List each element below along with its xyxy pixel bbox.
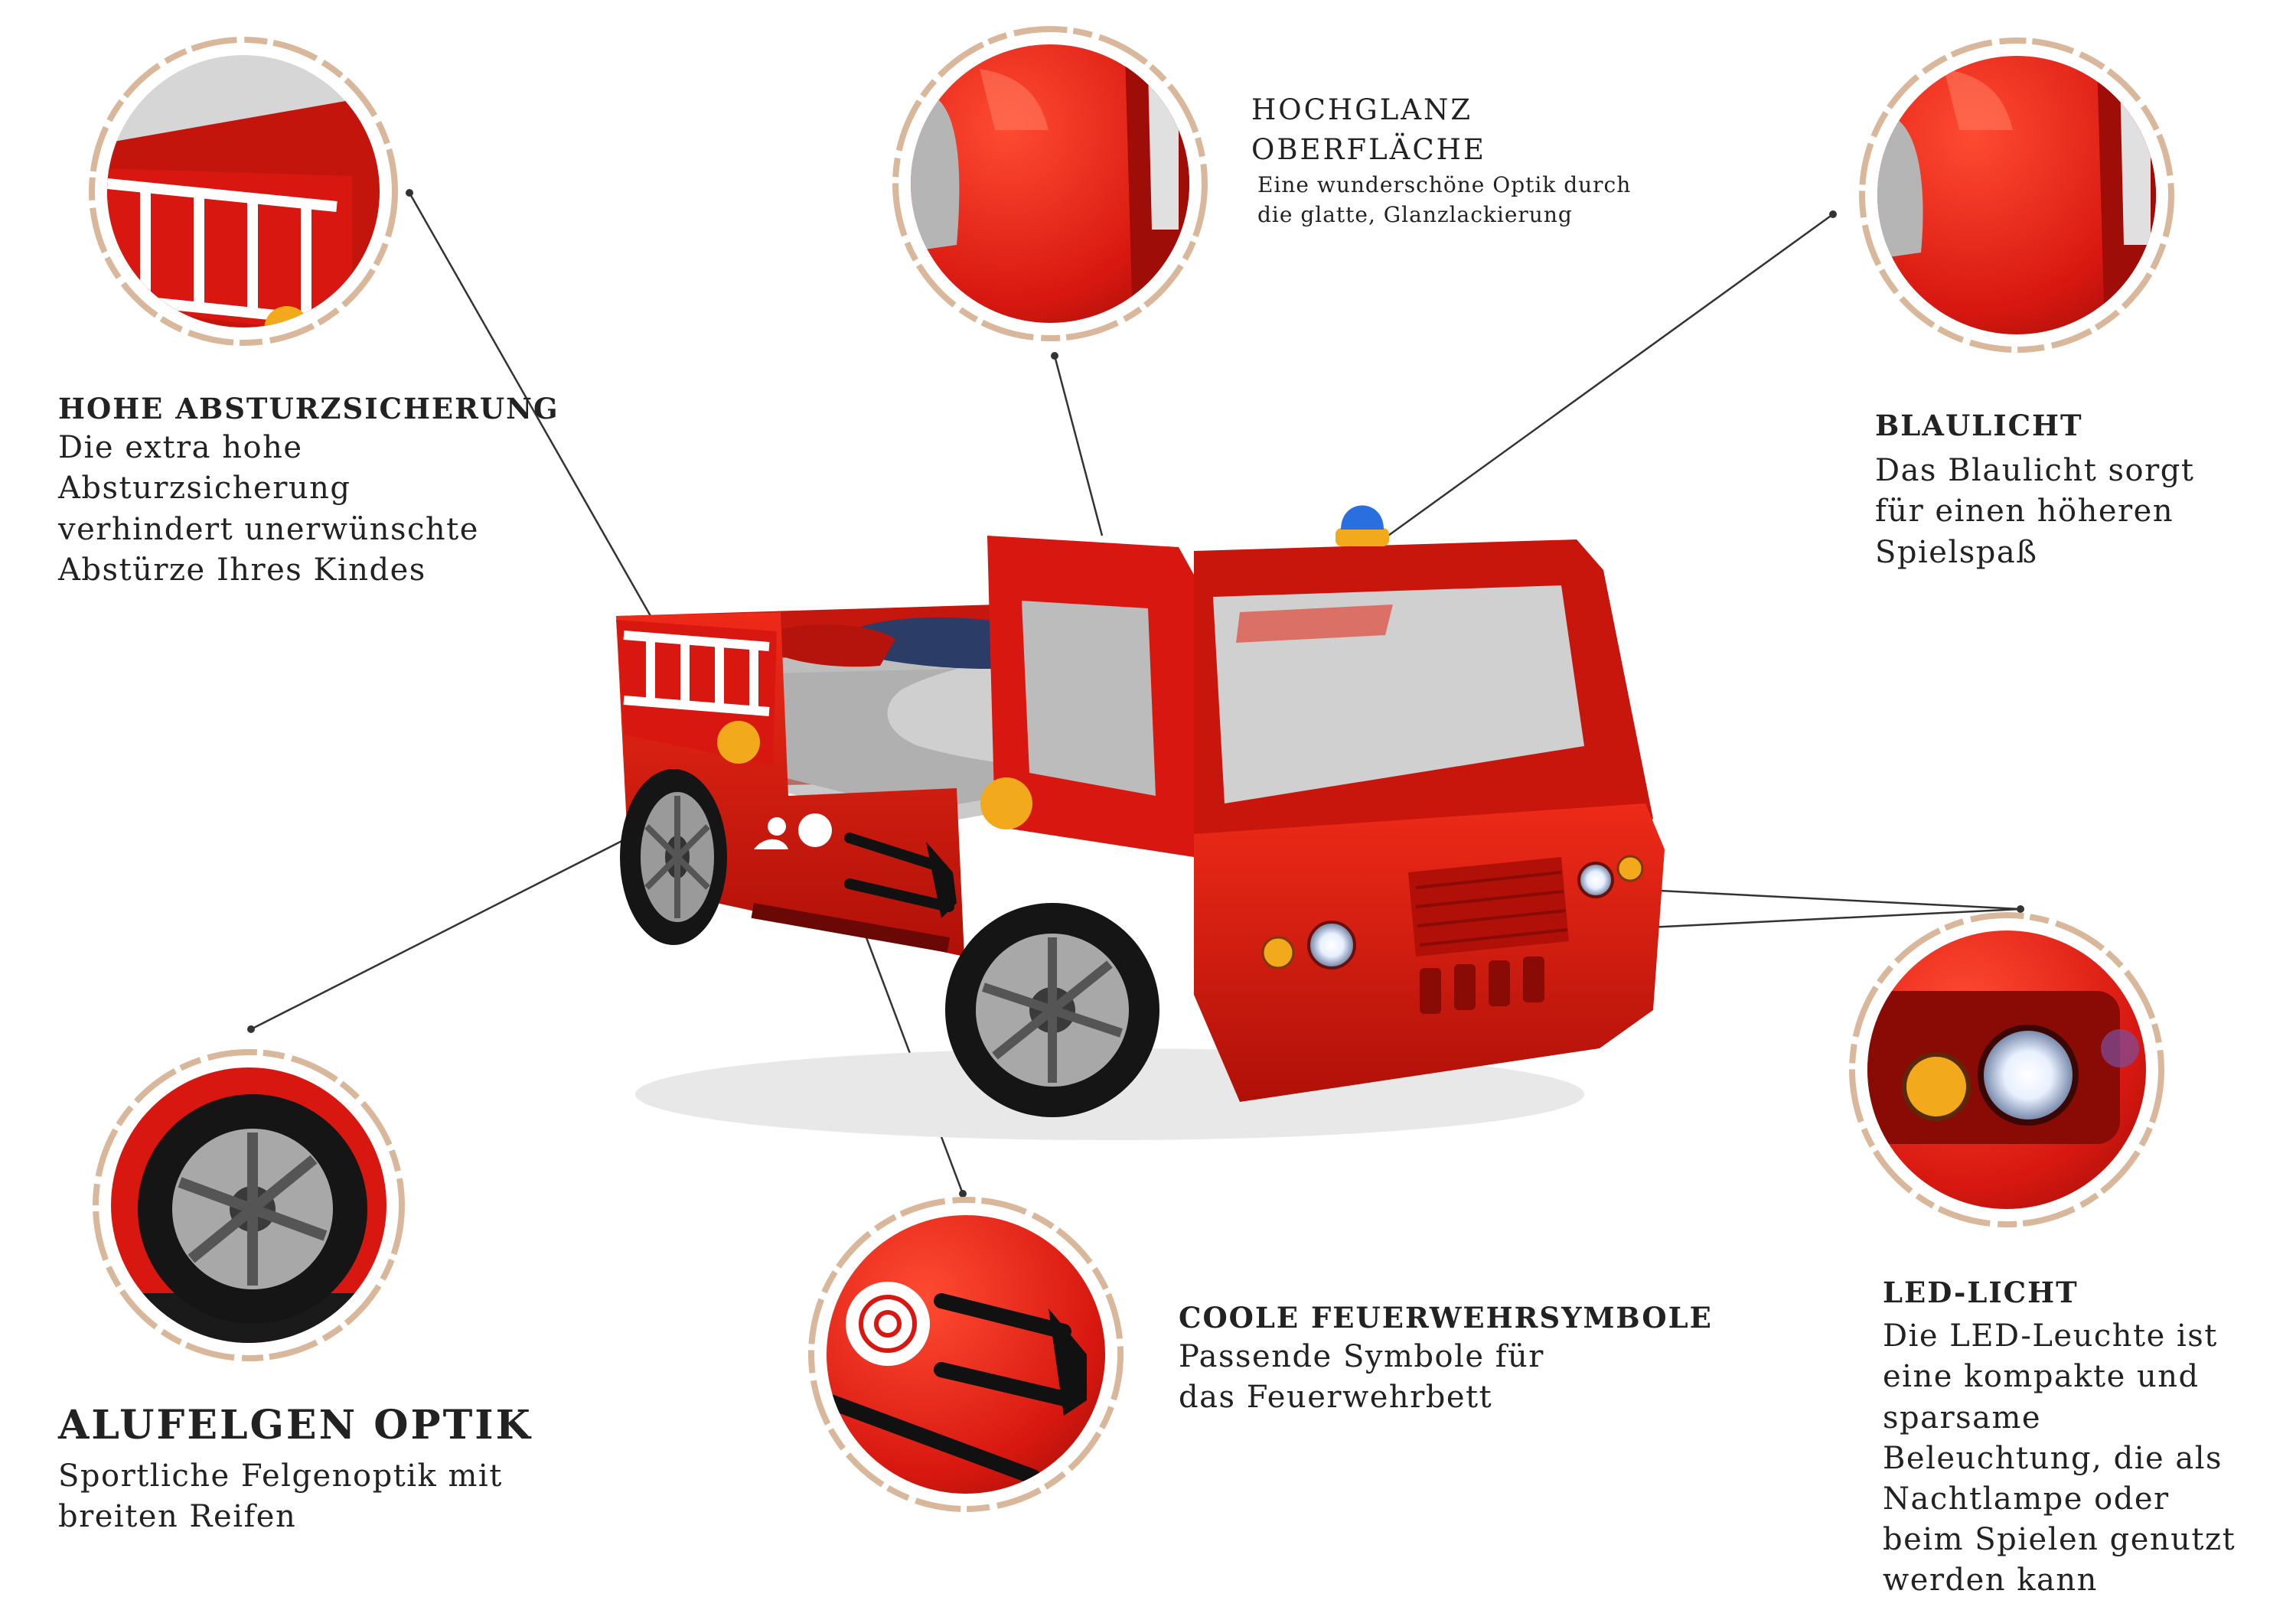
text-line: Sportliche Felgenoptik mit — [58, 1458, 503, 1494]
text-line: Absturzsicherung — [58, 471, 351, 507]
feature-blaulicht-text: Das Blaulicht sorgt für einen höheren Sp… — [1875, 451, 2194, 573]
text-line: sparsame — [1883, 1400, 2042, 1436]
connector-lines — [250, 192, 2021, 1194]
text-line: eine kompakte und — [1883, 1359, 2200, 1395]
text-line: die glatte, Glanzlackierung — [1257, 201, 1573, 227]
text-line: Passende Symbole für — [1179, 1339, 1544, 1375]
text-line: Die LED-Leuchte ist — [1883, 1318, 2218, 1354]
detail-led-light — [1849, 912, 2164, 1227]
text-line: Eine wunderschöne Optik durch — [1257, 171, 1632, 197]
feature-hochglanz-text: Eine wunderschöne Optik durch die glatte… — [1257, 170, 1631, 230]
feature-absturz-title: HOHE ABSTURZSICHERUNG — [58, 392, 559, 425]
feature-blaulicht: BLAULICHT Das Blaulicht sorgt für einen … — [1875, 407, 2194, 573]
feature-led-title: LED-LICHT — [1883, 1276, 2079, 1309]
feature-symbole-title: COOLE FEUERWEHRSYMBOLE — [1179, 1301, 1713, 1335]
feature-absturz: HOHE ABSTURZSICHERUNG Die extra hohe Abs… — [58, 390, 559, 591]
text-line: werden kann — [1883, 1563, 2098, 1599]
feature-led: LED-LICHT Die LED-Leuchte ist eine kompa… — [1883, 1274, 2236, 1602]
detail-ladder-guard — [89, 37, 398, 346]
title-line: HOCHGLANZ — [1251, 93, 1473, 126]
feature-blaulicht-title: BLAULICHT — [1875, 409, 2083, 442]
text-line: verhindert unerwünschte — [58, 511, 479, 547]
feature-alufelgen: ALUFELGEN OPTIK Sportliche Felgenoptik m… — [58, 1399, 533, 1538]
text-line: für einen höheren — [1875, 494, 2174, 530]
title-line: OBERFLÄCHE — [1251, 132, 1486, 166]
detail-alloy-wheel — [93, 1049, 405, 1361]
detail-blue-light — [1859, 37, 2174, 353]
text-line: Spielspaß — [1875, 534, 2038, 570]
text-line: das Feuerwehrbett — [1179, 1380, 1493, 1416]
feature-symbole: COOLE FEUERWEHRSYMBOLE Passende Symbole … — [1179, 1299, 1713, 1419]
feature-alufelgen-title: ALUFELGEN OPTIK — [58, 1402, 533, 1449]
text-line: Beleuchtung, die als — [1883, 1440, 2223, 1476]
text-line: Nachtlampe oder — [1883, 1481, 2170, 1517]
connector-dots — [247, 189, 2024, 1198]
detail-glossy-surface — [892, 26, 1208, 341]
text-line: Das Blaulicht sorgt — [1875, 453, 2195, 489]
feature-alufelgen-text: Sportliche Felgenoptik mit breiten Reife… — [58, 1456, 533, 1537]
rear-wheel — [620, 769, 727, 945]
text-line: beim Spielen genutzt — [1883, 1522, 2236, 1558]
feature-hochglanz-title: HOCHGLANZ OBERFLÄCHE — [1251, 90, 1631, 170]
feature-symbole-text: Passende Symbole für das Feuerwehrbett — [1179, 1337, 1713, 1418]
front-wheel — [945, 903, 1159, 1117]
detail-fire-symbols — [808, 1197, 1124, 1512]
text-line: Abstürze Ihres Kindes — [58, 552, 426, 588]
text-line: Die extra hohe — [58, 430, 303, 466]
feature-hochglanz: HOCHGLANZ OBERFLÄCHE Eine wunderschöne O… — [1251, 90, 1631, 230]
text-line: breiten Reifen — [58, 1499, 297, 1535]
feature-led-text: Die LED-Leuchte ist eine kompakte und sp… — [1883, 1316, 2236, 1601]
feature-absturz-text: Die extra hohe Absturzsicherung verhinde… — [58, 428, 559, 591]
fire-truck-bed — [616, 505, 1665, 1140]
